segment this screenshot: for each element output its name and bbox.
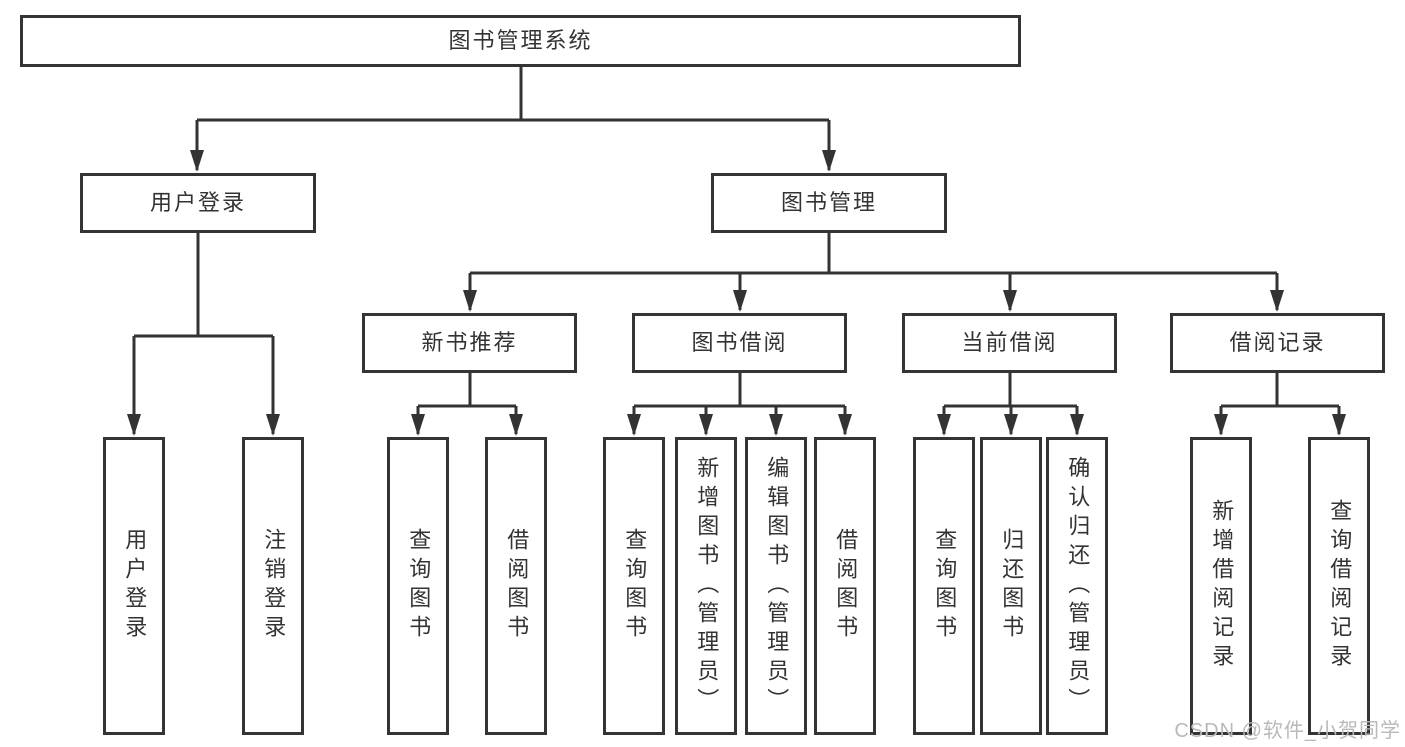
leaf-logout: 注销登录 [242,437,304,735]
leaf-query-books-borrow: 查询图书 [603,437,665,735]
leaf-add-book-admin: 新增图书（管理员） [675,437,737,735]
leaf-edit-book-admin: 编辑图书（管理员） [745,437,807,735]
node-book-management: 图书管理 [711,173,947,233]
leaf-user-login: 用户登录 [103,437,165,735]
node-book-borrow: 图书借阅 [632,313,847,373]
node-new-book-recommend: 新书推荐 [362,313,577,373]
leaf-add-borrow-record: 新增借阅记录 [1190,437,1252,735]
leaf-query-books-recommend: 查询图书 [387,437,449,735]
leaf-borrow-books: 借阅图书 [814,437,876,735]
node-user-login: 用户登录 [80,173,316,233]
leaf-query-borrow-record: 查询借阅记录 [1308,437,1370,735]
leaf-query-books-current: 查询图书 [913,437,975,735]
watermark: CSDN @软件_小贺同学 [1174,720,1401,742]
node-current-borrow: 当前借阅 [902,313,1117,373]
node-root: 图书管理系统 [20,15,1021,67]
leaf-borrow-books-recommend: 借阅图书 [485,437,547,735]
node-borrow-records: 借阅记录 [1170,313,1385,373]
leaf-confirm-return-admin: 确认归还（管理员） [1046,437,1108,735]
leaf-return-books: 归还图书 [980,437,1042,735]
